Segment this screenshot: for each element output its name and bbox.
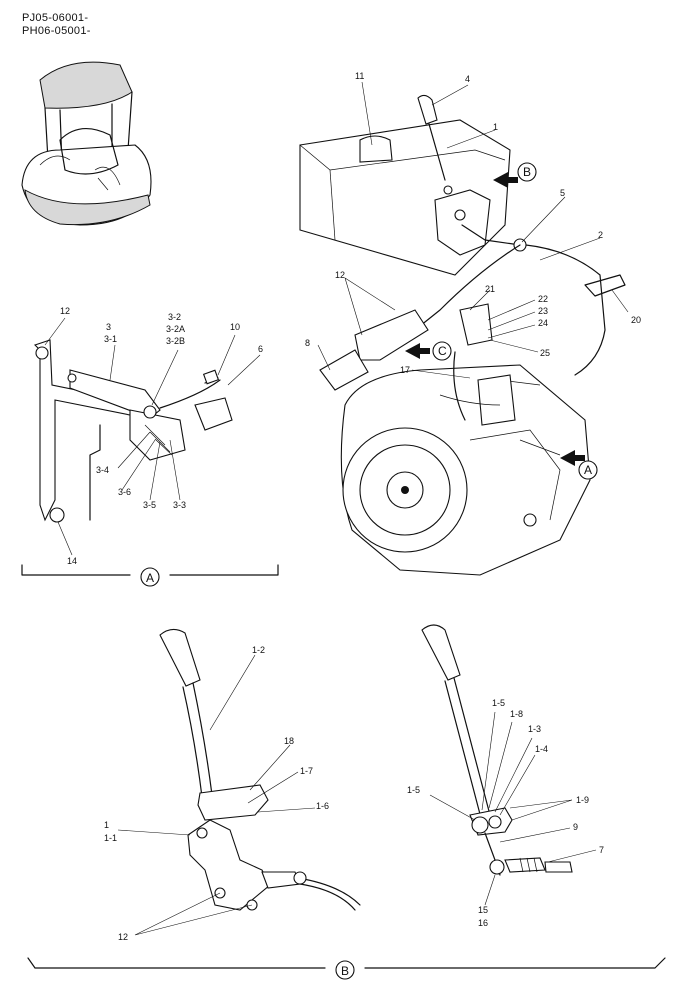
callout-20: 20 bbox=[631, 315, 641, 325]
view-marker-a-main bbox=[578, 460, 598, 480]
callout-3-5: 3-5 bbox=[143, 500, 156, 510]
callout-3-1: 3-1 bbox=[104, 334, 117, 344]
callout-10: 10 bbox=[230, 322, 240, 332]
callout-1-5-top: 1-5 bbox=[492, 698, 505, 708]
serial-range-2: PH06-05001- bbox=[22, 25, 91, 37]
callout-6: 6 bbox=[258, 344, 263, 354]
callout-3-6: 3-6 bbox=[118, 487, 131, 497]
callout-4: 4 bbox=[465, 74, 470, 84]
view-label-a-main: A bbox=[584, 463, 592, 477]
callout-16: 16 bbox=[478, 918, 488, 928]
callout-21: 21 bbox=[485, 284, 495, 294]
detail-b-left-lever bbox=[159, 628, 361, 911]
callout-23: 23 bbox=[538, 306, 548, 316]
callout-14: 14 bbox=[67, 556, 77, 566]
callout-9: 9 bbox=[573, 822, 578, 832]
callout-1-4: 1-4 bbox=[535, 744, 548, 754]
callout-15: 15 bbox=[478, 905, 488, 915]
callout-3-2b: 3-2B bbox=[166, 336, 185, 346]
serial-range-1: PJ05-06001- bbox=[22, 12, 89, 24]
arrow-c bbox=[405, 343, 430, 359]
callout-25: 25 bbox=[540, 348, 550, 358]
callout-11: 11 bbox=[355, 71, 364, 81]
machine-overview-thumbnail bbox=[21, 61, 152, 226]
callout-12-detail-b: 12 bbox=[118, 932, 128, 942]
view-label-c: C bbox=[438, 344, 447, 358]
callout-18: 18 bbox=[284, 736, 294, 746]
callout-3: 3 bbox=[106, 322, 111, 332]
callout-1-6: 1-6 bbox=[316, 801, 329, 811]
callout-1-2: 1-2 bbox=[252, 645, 265, 655]
view-label-b-detail: B bbox=[341, 964, 349, 978]
callout-22: 22 bbox=[538, 294, 548, 304]
callout-5: 5 bbox=[560, 188, 565, 198]
callout-labels: 12 3 3-1 3-2 3-2A 3-2B 10 6 3-4 3-6 3-5 … bbox=[60, 71, 641, 978]
callout-8: 8 bbox=[305, 338, 310, 348]
callout-2: 2 bbox=[598, 230, 603, 240]
arrow-a-main bbox=[560, 450, 585, 466]
main-assembly bbox=[299, 94, 626, 576]
callout-1-1: 1-1 bbox=[104, 833, 117, 843]
callout-1-8: 1-8 bbox=[510, 709, 523, 719]
callout-3-2a: 3-2A bbox=[166, 324, 185, 334]
detail-a-bracket-line bbox=[21, 564, 279, 587]
callout-1-3: 1-3 bbox=[528, 724, 541, 734]
arrow-b-main bbox=[493, 172, 518, 188]
view-label-b-main: B bbox=[523, 165, 531, 179]
view-marker-c bbox=[432, 341, 452, 361]
callout-3-3: 3-3 bbox=[173, 500, 186, 510]
callout-1-7: 1-7 bbox=[300, 766, 313, 776]
callout-3-2: 3-2 bbox=[168, 312, 181, 322]
callout-7: 7 bbox=[599, 845, 604, 855]
view-marker-b-main bbox=[517, 162, 537, 182]
callout-17: 17 bbox=[400, 365, 410, 375]
callout-3-4: 3-4 bbox=[96, 465, 109, 475]
detail-b-right-lever bbox=[421, 624, 573, 876]
callout-1-left: 1 bbox=[104, 820, 109, 830]
callout-24: 24 bbox=[538, 318, 548, 328]
view-label-a-detail: A bbox=[146, 571, 154, 585]
callout-1-9: 1-9 bbox=[576, 795, 589, 805]
callout-12-detail-a: 12 bbox=[60, 306, 70, 316]
detail-a-linkage bbox=[33, 339, 233, 523]
detail-b-bracket-line bbox=[27, 957, 666, 980]
callout-1-main: 1 bbox=[493, 122, 498, 132]
callout-1-5-left: 1-5 bbox=[407, 785, 420, 795]
callout-12-main: 12 bbox=[335, 270, 345, 280]
